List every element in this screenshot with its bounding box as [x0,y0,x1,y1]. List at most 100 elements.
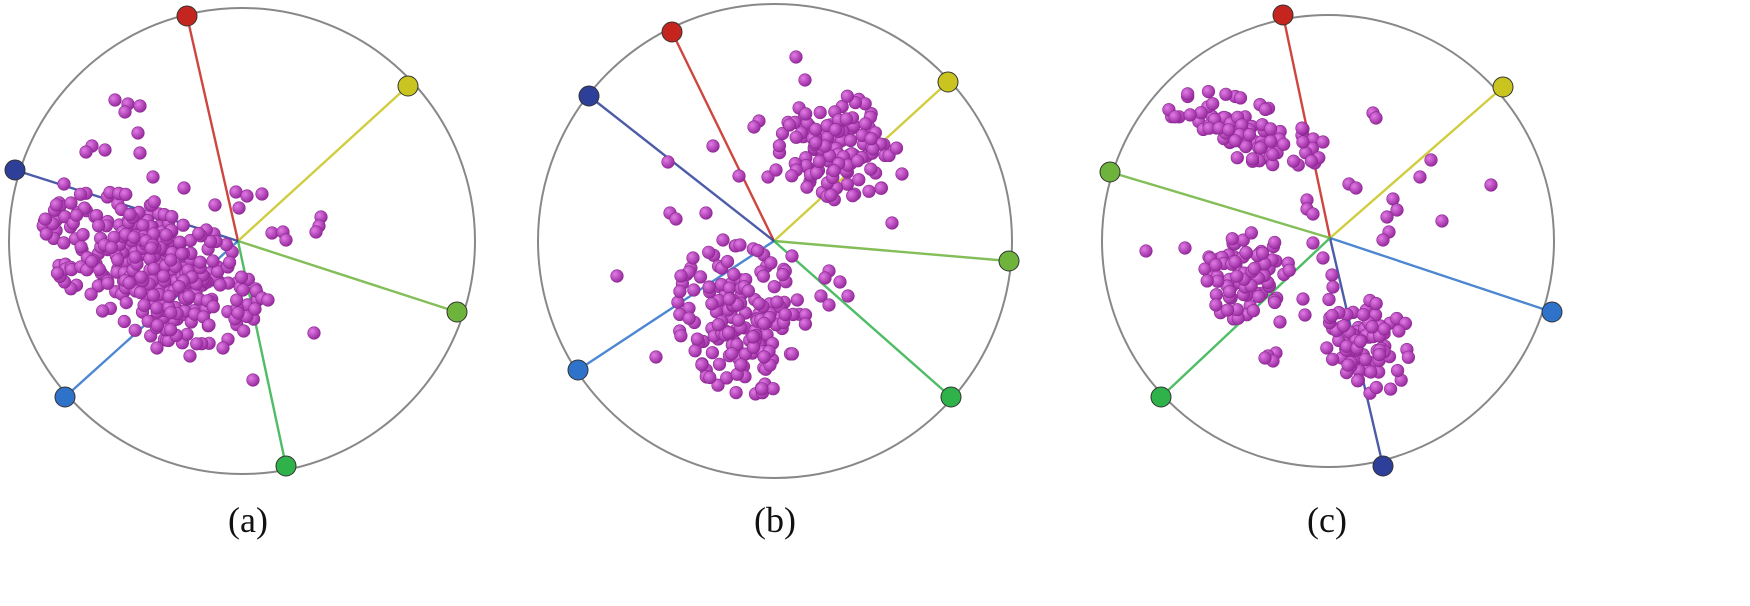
data-point [1364,365,1378,379]
anchor-node-red [176,5,198,27]
data-point [720,255,735,269]
data-point [1435,214,1449,228]
data-point [1225,232,1239,246]
data-point [885,216,899,230]
data-point [147,262,161,276]
data-point [852,173,866,187]
data-point [1380,210,1394,224]
data-point [117,314,131,329]
data-point [150,341,164,355]
data-point [57,177,71,191]
data-point [673,284,687,299]
data-point [734,358,748,372]
anchor-line-yellow [237,85,409,242]
data-point [1304,154,1318,168]
data-point [133,146,147,160]
data-point [1298,308,1312,322]
data-point [1266,147,1280,162]
data-point [173,235,187,249]
data-point [1219,87,1233,101]
data-point [172,280,186,294]
panel-a [4,5,476,477]
anchor-node-navy [578,85,600,107]
data-point [190,337,204,351]
data-point [119,296,133,310]
data-point [846,189,860,203]
data-point [1413,170,1427,184]
data-point [751,244,765,258]
data-point [731,313,746,327]
data-point [1353,334,1367,349]
data-point [1306,207,1320,221]
data-point [1230,269,1244,283]
data-point [133,99,147,113]
data-point [1282,263,1296,277]
data-point [164,306,178,320]
data-point [822,298,836,312]
data-point [1222,285,1237,299]
data-point [864,162,878,176]
data-point [1286,154,1301,168]
data-point [123,207,137,222]
data-point [50,266,65,280]
data-point [1228,255,1242,269]
data-point [1325,268,1339,282]
data-point [131,126,145,140]
data-point [156,269,171,283]
anchor-node-yellow [397,75,419,97]
data-point [39,227,53,241]
data-point [1326,280,1340,294]
data-point [874,181,888,195]
data-point [690,332,705,346]
data-point [864,132,878,146]
data-point [64,196,78,210]
data-point [1247,261,1261,276]
data-point [1390,203,1404,217]
data-point [1194,106,1208,120]
data-point [144,241,158,255]
data-point [38,212,53,226]
data-point [699,206,713,220]
data-point [769,163,783,177]
data-point [1263,122,1278,136]
data-point [204,235,218,249]
data-point [809,136,823,150]
data-point [84,287,98,301]
data-point [1356,308,1370,322]
data-point [1296,135,1310,149]
data-point [741,284,756,298]
data-point [1252,289,1266,304]
data-point [798,317,813,331]
boundary-circle [1101,14,1555,468]
data-point [1351,374,1365,388]
anchor-node-lime [1099,161,1121,183]
data-point [1484,178,1498,192]
data-point [183,349,197,363]
data-point [827,164,841,178]
caption-b: (b) [754,500,796,540]
data-point [1253,141,1267,155]
data-point [1206,97,1220,111]
data-point [1200,274,1214,288]
data-point [814,289,828,303]
data-point [104,240,119,255]
anchor-node-red [661,21,683,43]
data-point [1183,108,1197,122]
anchor-line-lime [773,239,1010,263]
data-point [229,185,243,199]
anchor-node-yellow [937,71,959,93]
data-point [703,370,717,385]
data-point [230,293,244,307]
data-point [162,289,176,304]
data-point [98,143,112,157]
data-point [216,341,230,355]
data-point [1244,226,1258,240]
data-point [725,347,739,361]
data-point [757,316,771,331]
caption-c: (c) [1307,500,1347,540]
data-point [108,93,122,107]
data-point [705,346,720,360]
data-point [1273,315,1287,329]
data-point [74,240,88,254]
data-point [810,166,824,180]
